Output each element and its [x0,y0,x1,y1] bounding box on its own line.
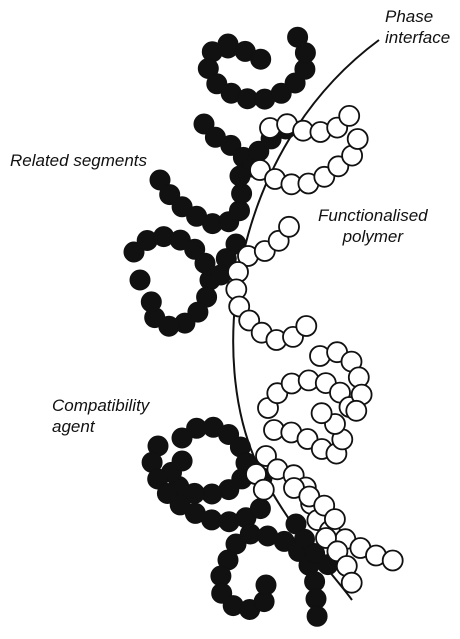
compat-label-line2: agent [52,416,149,437]
open-bead [339,106,359,126]
dark-bead [232,184,252,204]
dark-bead [130,270,150,290]
dark-bead [307,606,327,626]
dark-bead [230,166,250,186]
open-bead [342,573,362,593]
open-bead [383,551,403,571]
related-segments-label: Related segments [10,150,147,171]
compat-label-line1: Compatibility [52,395,149,416]
open-bead [346,401,366,421]
phase-interface-label: Phase interface [385,6,450,48]
open-bead [325,509,345,529]
dark-bead [250,499,270,519]
dark-bead [256,575,276,595]
open-bead [312,403,332,423]
dark-bead [218,38,238,58]
dark-bead [251,49,271,69]
dark-bead [141,292,161,312]
open-bead [296,316,316,336]
dark-bead [240,524,260,544]
compatibility-agent-label: Compatibility agent [52,395,149,437]
phase-interface-label-line2: interface [385,27,450,48]
functionalised-label-line2: polymer [318,226,428,247]
open-bead [254,480,274,500]
open-bead [279,217,299,237]
dark-bead [172,451,192,471]
functionalised-polymer-label: Functionalised polymer [318,205,428,247]
functionalised-label-line1: Functionalised [318,205,428,226]
phase-interface-label-line1: Phase [385,6,450,27]
dark-bead [288,27,308,47]
open-bead [348,129,368,149]
dark-bead [202,510,222,530]
